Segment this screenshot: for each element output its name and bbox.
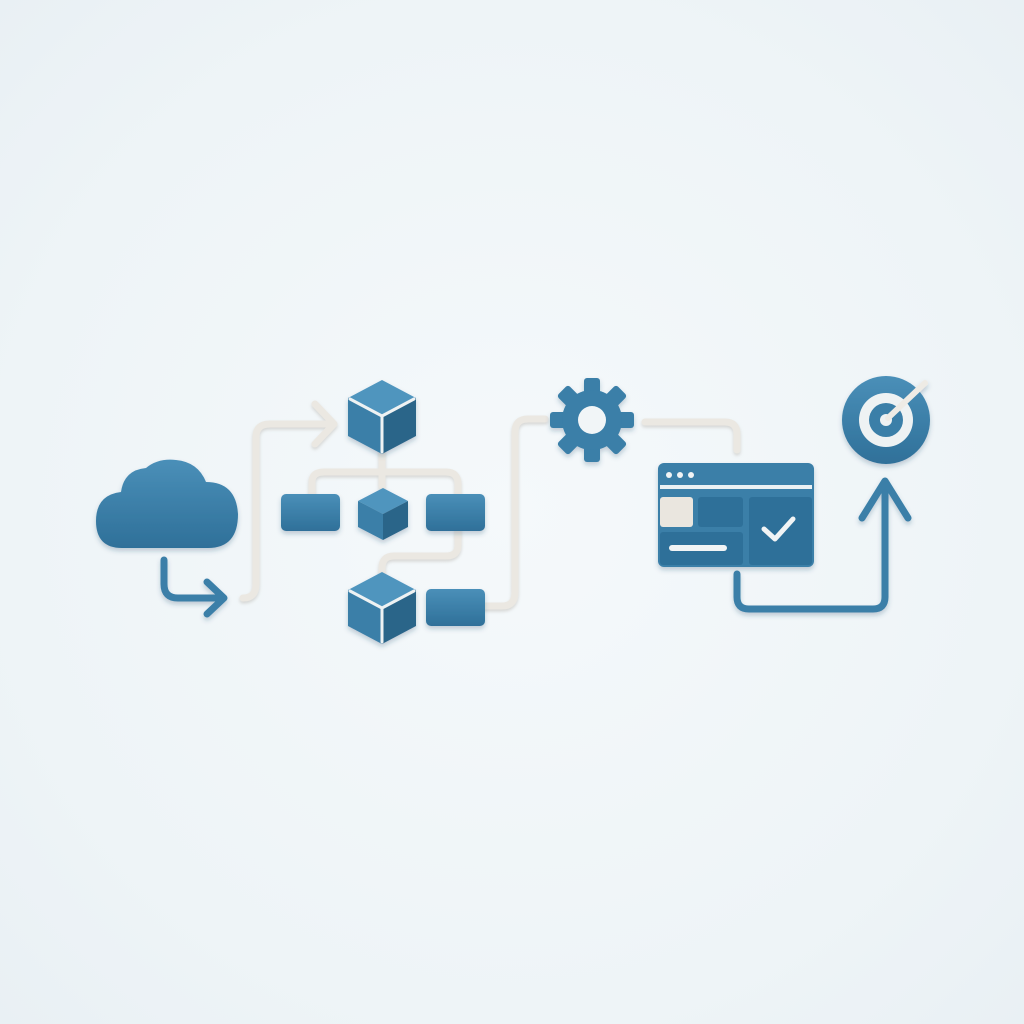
target-icon xyxy=(842,376,930,464)
connectors xyxy=(239,400,741,610)
block-icon-left xyxy=(281,494,340,531)
connector-right-to-bottom xyxy=(378,526,462,579)
arrow-icon xyxy=(160,556,228,618)
cube-icon-center xyxy=(358,488,408,540)
connector-block-to-gear xyxy=(480,415,549,610)
cloud-icon xyxy=(96,459,238,548)
block-icon-bottom xyxy=(426,589,485,626)
browser-window-icon xyxy=(658,463,814,567)
up-arrow-icon xyxy=(733,477,912,613)
connector-source-to-cube xyxy=(239,420,334,602)
gear-icon xyxy=(550,378,634,462)
arrowhead-to-cube xyxy=(311,400,338,448)
block-icon-right xyxy=(426,494,485,531)
connector-gear-to-dashboard xyxy=(641,418,741,454)
checkmark-icon xyxy=(761,516,796,542)
dart-icon xyxy=(885,380,928,421)
cube-icon-bottom xyxy=(348,572,416,644)
cube-icon-top xyxy=(348,380,416,454)
